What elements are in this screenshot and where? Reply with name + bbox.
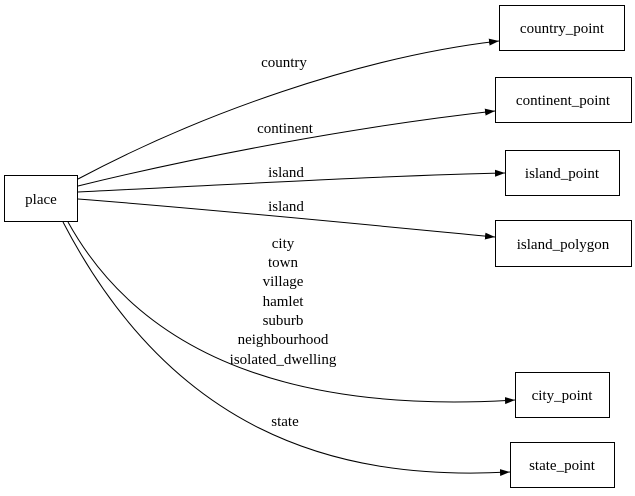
node-continent-point: continent_point bbox=[495, 77, 632, 123]
node-label-state-point: state_point bbox=[529, 458, 596, 474]
node-label-country-point: country_point bbox=[520, 21, 605, 37]
edge-label-line-neighbourhood: neighbourhood bbox=[238, 332, 329, 348]
node-box-continent-point bbox=[495, 77, 632, 123]
edge-label-country: country bbox=[261, 55, 307, 71]
node-box-island-polygon bbox=[495, 220, 632, 267]
edge-place-state_point bbox=[62, 221, 511, 477]
edge-place-country_point bbox=[77, 38, 500, 180]
node-label-place: place bbox=[25, 192, 57, 208]
node-country-point: country_point bbox=[499, 5, 625, 51]
edge-label-state: state bbox=[271, 414, 299, 430]
edge-label-city-point-multiline: city town village hamlet suburb neighbou… bbox=[230, 236, 337, 368]
edge-label-line-city: city bbox=[272, 236, 295, 252]
edge-place-island_point bbox=[77, 169, 506, 193]
edge-label-island-point: island bbox=[268, 165, 304, 181]
node-island-point: island_point bbox=[505, 150, 620, 196]
node-label-island-polygon: island_polygon bbox=[517, 237, 610, 253]
edge-place-city_point bbox=[67, 221, 516, 405]
edge-label-line-hamlet: hamlet bbox=[263, 294, 305, 310]
edge-label-island-polygon: island bbox=[268, 199, 304, 215]
node-box-country-point bbox=[499, 5, 625, 51]
edge-label-line-village: village bbox=[263, 274, 304, 290]
node-island-polygon: island_polygon bbox=[495, 220, 632, 267]
node-place: place bbox=[4, 175, 78, 222]
node-state-point: state_point bbox=[510, 442, 615, 488]
node-label-city-point: city_point bbox=[532, 388, 594, 404]
edge-label-line-isolated-dwelling: isolated_dwelling bbox=[230, 352, 337, 368]
node-label-island-point: island_point bbox=[525, 166, 600, 182]
node-box-city-point bbox=[515, 372, 610, 418]
node-box-state-point bbox=[510, 442, 615, 488]
node-city-point: city_point bbox=[515, 372, 610, 418]
edge-label-continent: continent bbox=[257, 121, 314, 137]
edge-place-island_polygon bbox=[77, 198, 496, 240]
node-box-place bbox=[4, 175, 78, 222]
node-label-continent-point: continent_point bbox=[516, 93, 611, 109]
edge-place-continent_point bbox=[77, 108, 496, 187]
edge-label-line-town: town bbox=[268, 255, 299, 271]
edge-label-line-suburb: suburb bbox=[263, 313, 304, 329]
node-box-island-point bbox=[505, 150, 620, 196]
